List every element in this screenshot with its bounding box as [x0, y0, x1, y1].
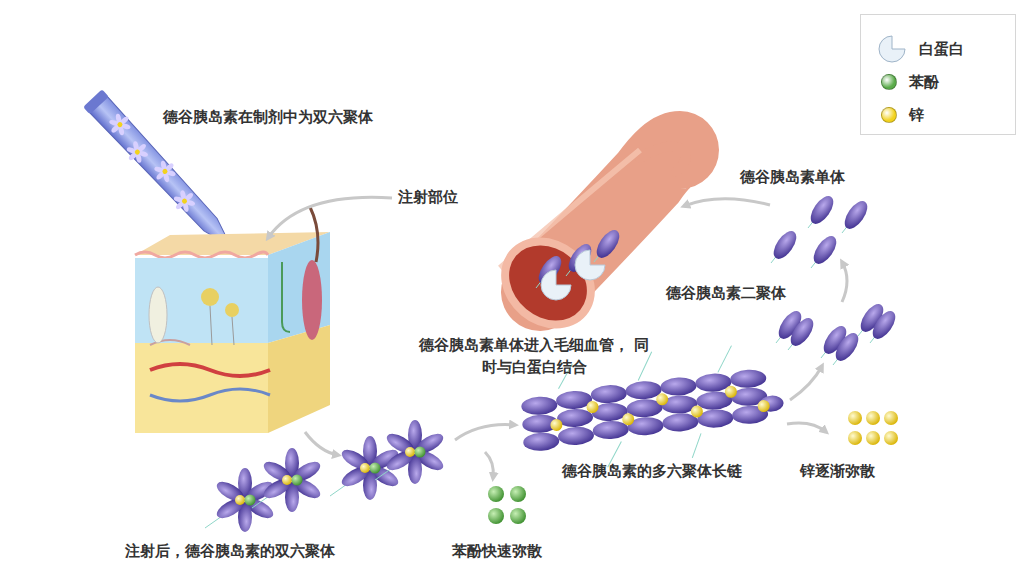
- annotation-label: 德谷胰岛素在制剂中为双六聚体: [163, 106, 373, 128]
- albumin-symbol: [875, 34, 909, 64]
- annotation-label: 德谷胰岛素二聚体: [666, 282, 786, 304]
- legend-text: 苯酚: [909, 73, 939, 92]
- annotation-label: 注射部位: [398, 186, 458, 208]
- annotation-label: 德谷胰岛素的多六聚体长链: [562, 460, 742, 482]
- annotation-label: 苯酚快速弥散: [452, 540, 542, 562]
- legend-row: 苯酚: [875, 70, 939, 94]
- annotation-label: 锌逐渐弥散: [800, 460, 875, 482]
- legend-swatch: [881, 107, 897, 123]
- legend-box: 白蛋白苯酚锌: [860, 14, 1016, 135]
- legend-text: 锌: [909, 106, 924, 125]
- annotation-label: 德谷胰岛素单体进入毛细血管， 同时与白蛋白结合: [418, 334, 650, 378]
- legend-row: 白蛋白: [875, 37, 964, 61]
- legend-row: 锌: [875, 103, 924, 127]
- legend-text: 白蛋白: [919, 40, 964, 59]
- annotation-label: 德谷胰岛素单体: [740, 166, 845, 188]
- legend-swatch: [881, 74, 897, 90]
- annotation-label: 注射后，德谷胰岛素的双六聚体: [125, 540, 335, 562]
